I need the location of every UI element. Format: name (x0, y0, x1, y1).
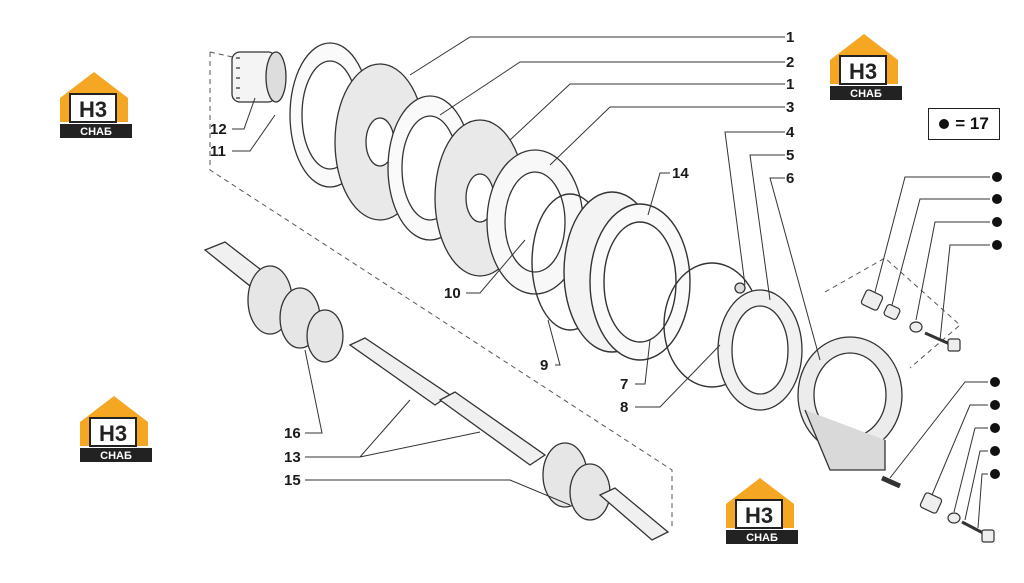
callout-7: 7 (620, 376, 628, 393)
legend-box: = 17 (928, 108, 1000, 140)
callout-labels: 1 2 1 3 4 5 6 14 12 11 10 9 7 8 16 13 15 (210, 29, 795, 489)
dot-marker (990, 423, 1000, 433)
callout-8: 8 (620, 399, 628, 416)
callout-9: 9 (540, 357, 548, 374)
callout-11: 11 (210, 143, 226, 160)
callout-4: 4 (786, 124, 795, 141)
svg-text:CHAБ: CHAБ (80, 126, 112, 138)
svg-text:H3: H3 (849, 59, 877, 84)
bolt-set-upper (860, 289, 961, 352)
callout-13: 13 (284, 449, 301, 466)
logo-icon: H3 CHAБ (830, 34, 902, 100)
legend-text: = 17 (955, 114, 989, 133)
svg-text:CHAБ: CHAБ (746, 532, 778, 544)
watermark-logo: H3 CHAБ (56, 68, 136, 140)
svg-text:H3: H3 (79, 97, 107, 122)
callout-10: 10 (444, 285, 461, 302)
watermark-logo: H3 CHAБ (722, 474, 802, 546)
dot-marker (990, 377, 1000, 387)
svg-text:H3: H3 (745, 503, 773, 528)
callout-15: 15 (284, 472, 301, 489)
flange-plate (717, 282, 803, 411)
watermark-logo: H3 CHAБ (76, 392, 156, 464)
dot-marker (990, 446, 1000, 456)
callout-1-second: 1 (786, 76, 794, 93)
watermark-logo: H3 CHAБ (826, 30, 906, 102)
gear-part (231, 51, 287, 103)
dot-marker (992, 194, 1002, 204)
logo-icon: H3 CHAБ (726, 478, 798, 544)
dot-marker (990, 400, 1000, 410)
dot-marker (992, 240, 1002, 250)
leader-lines (232, 36, 990, 529)
cover-housing (797, 336, 903, 471)
dot-marker (992, 172, 1002, 182)
dot-icon (939, 119, 950, 129)
callout-1-top: 1 (786, 29, 794, 46)
callout-14: 14 (672, 165, 689, 182)
clutch-disc-stack (289, 42, 584, 295)
svg-text:CHAБ: CHAБ (100, 450, 132, 462)
callout-3: 3 (786, 99, 794, 116)
callout-2: 2 (786, 54, 794, 71)
dot-marker (992, 217, 1002, 227)
logo-icon: H3 CHAБ (60, 72, 132, 138)
callout-6: 6 (786, 170, 794, 187)
drive-shaft (203, 241, 670, 541)
callout-12: 12 (210, 121, 227, 138)
dot-marker (990, 469, 1000, 479)
svg-text:H3: H3 (99, 421, 127, 446)
dashed-frame-bolts (824, 257, 961, 369)
dot-markers (990, 172, 1002, 479)
callout-5: 5 (786, 147, 794, 164)
callout-16: 16 (284, 425, 301, 442)
bolt-set-lower (880, 475, 995, 543)
svg-text:CHAБ: CHAБ (850, 88, 882, 100)
piston-rings (531, 191, 761, 388)
logo-icon: H3 CHAБ (80, 396, 152, 462)
